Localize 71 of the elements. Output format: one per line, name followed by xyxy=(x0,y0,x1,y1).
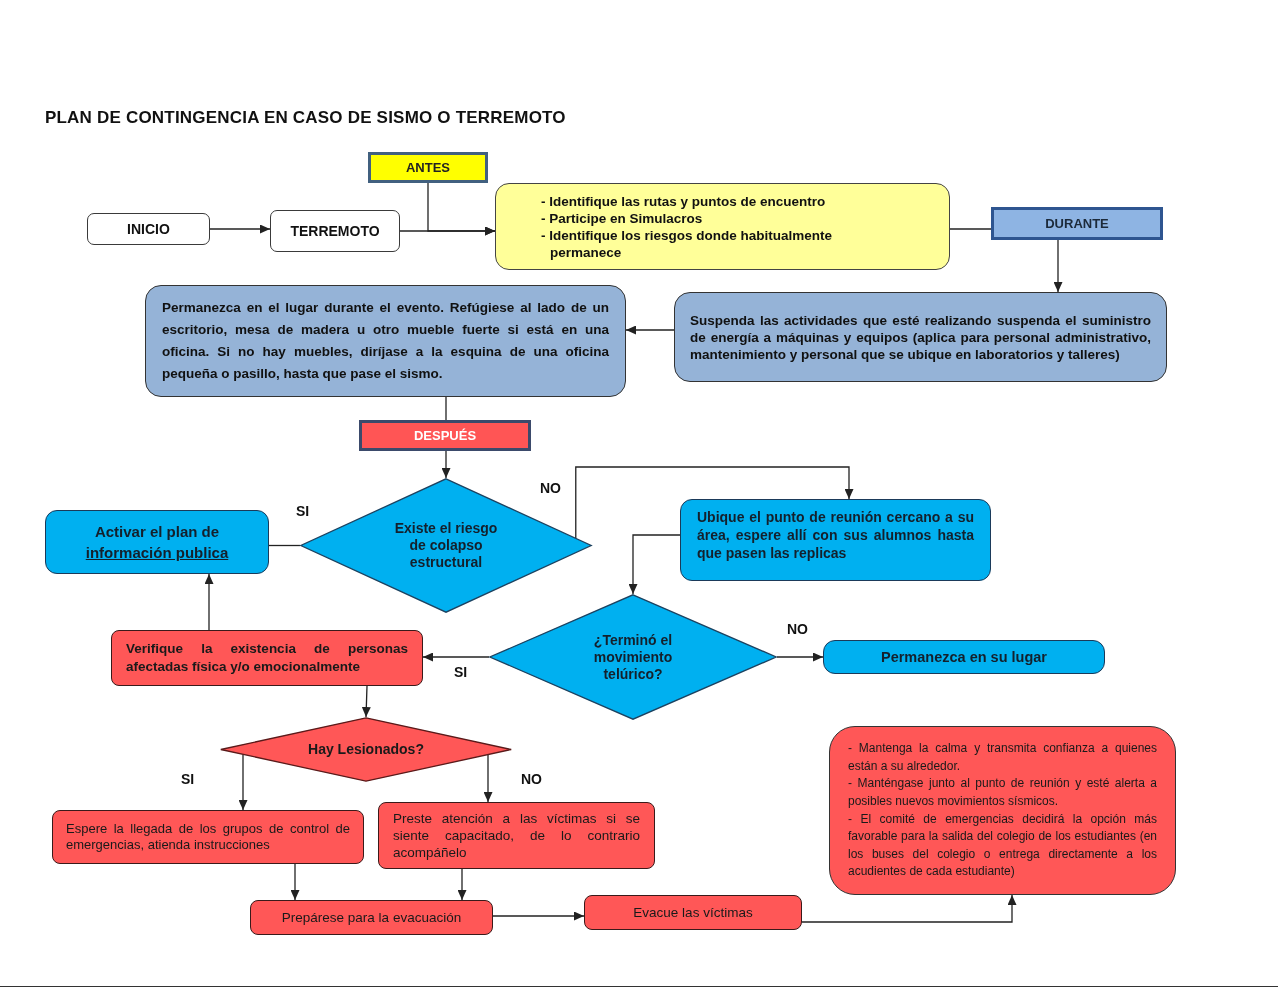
flow-arrow xyxy=(1053,239,1063,293)
phase-label-box xyxy=(359,420,531,451)
process-box xyxy=(145,285,626,397)
flow-arrow xyxy=(457,868,467,901)
step-text: Permanezca en su lugar xyxy=(880,648,1048,666)
decision-text: ¿Terminó el movimiento telúrico? xyxy=(592,631,674,683)
note-text: - Manténgase junto al punto de reunión y esté alerta a posibles nuevos movimientos sísmicos. xyxy=(848,775,1157,810)
process-box xyxy=(250,900,493,935)
edge-label: NO xyxy=(786,621,809,637)
decision-text: Existe el riesgo de colapso estructural xyxy=(393,520,499,571)
step-text: - Identifique las rutas y puntos de encuentro xyxy=(541,192,827,210)
flow-arrow xyxy=(209,224,271,234)
decision-diamond xyxy=(489,594,777,720)
process-box xyxy=(87,213,210,245)
flow-arrow xyxy=(290,863,300,901)
decision-diamond xyxy=(220,717,512,782)
step-text: Prepárese para la evacuación xyxy=(280,909,463,926)
edge-label: SI xyxy=(453,664,469,680)
process-box xyxy=(378,802,655,869)
edge-label: SI xyxy=(180,771,196,787)
decision-text: Hay Lesionados? xyxy=(307,741,425,758)
process-box xyxy=(45,510,269,574)
step-text: - Participe en Simulacros xyxy=(541,209,704,227)
step-text: - Identifique los riesgos donde habitualmente permanece xyxy=(541,226,834,261)
step-text: Suspenda las actividades que esté realizando suspenda el suministro de energía a máquinas y equipos (aplica para personal administrativo, mantenimiento y personal que se ubique en laboratorios y talleres) xyxy=(690,311,1151,363)
process-box xyxy=(674,292,1167,382)
phase-label: ANTES xyxy=(404,159,452,176)
step-text: Verifique la existencia de personas afectadas física y/o emocionalmente xyxy=(126,640,408,676)
process-box xyxy=(823,640,1105,674)
flow-arrow xyxy=(801,894,1017,923)
flow-arrow xyxy=(427,182,496,236)
flow-arrow xyxy=(361,685,371,718)
connector-line xyxy=(445,396,447,421)
process-box xyxy=(584,895,802,930)
hyperlink: información publica xyxy=(85,543,229,563)
flow-arrow xyxy=(422,652,490,662)
step-text: Permanezca en el lugar durante el evento. Refúgiese al lado de un escritorio, mesa de madera u otro mueble fuerte si está en una oficina. Si no hay muebles, diríjase a la esquina de una oficina pequeña o pasillo, hasta que pase el sismo. xyxy=(162,299,609,383)
process-box xyxy=(52,810,364,864)
flow-arrow xyxy=(441,450,451,479)
step-text: Evacue las víctimas xyxy=(632,904,754,921)
process-box xyxy=(680,499,991,581)
flow-arrow xyxy=(575,466,854,539)
connector-line xyxy=(268,544,301,547)
phase-label-box xyxy=(991,207,1163,240)
edge-label: SI xyxy=(295,503,311,519)
step-text: Espere la llegada de los grupos de control de emergencias, atienda instrucciones xyxy=(66,821,350,853)
phase-label: DESPUÉS xyxy=(412,427,478,444)
flow-arrow xyxy=(776,652,824,662)
flow-arrow xyxy=(628,534,681,595)
diagram-title: PLAN DE CONTINGENCIA EN CASO DE SISMO O TERREMOTO xyxy=(45,108,566,128)
flow-arrow xyxy=(483,754,493,803)
flow-arrow xyxy=(204,573,214,631)
phase-label: DURANTE xyxy=(1044,215,1110,232)
edge-label: NO xyxy=(539,480,562,496)
process-box xyxy=(270,210,400,252)
step-text: INICIO xyxy=(126,220,171,238)
connector-line xyxy=(949,228,992,230)
step-text: TERREMOTO xyxy=(289,222,381,240)
step-text: Activar el plan de xyxy=(93,522,221,542)
step-text: Preste atención a las víctimas si se siente capacitado, de lo contrario acompáñelo xyxy=(393,810,640,861)
note-text: - El comité de emergencias decidirá la opción más favorable para la salida del colegio de los estudiantes (en los buses del colegio o entrega directamente a los acudientes de cada estudiante) xyxy=(848,810,1157,881)
flow-arrow xyxy=(492,911,585,921)
note-text: - Mantenga la calma y transmita confianza a quienes están a su alrededor. xyxy=(848,740,1157,775)
step-text: Ubique el punto de reunión cercano a su área, espere allí con sus alumnos hasta que pasen las replicas xyxy=(697,508,974,562)
process-box xyxy=(111,630,423,686)
process-box xyxy=(495,183,950,270)
phase-label-box xyxy=(368,152,488,183)
edge-label: NO xyxy=(520,771,543,787)
flow-arrow xyxy=(238,753,248,811)
note-box xyxy=(829,726,1176,895)
flow-arrow xyxy=(625,325,675,335)
